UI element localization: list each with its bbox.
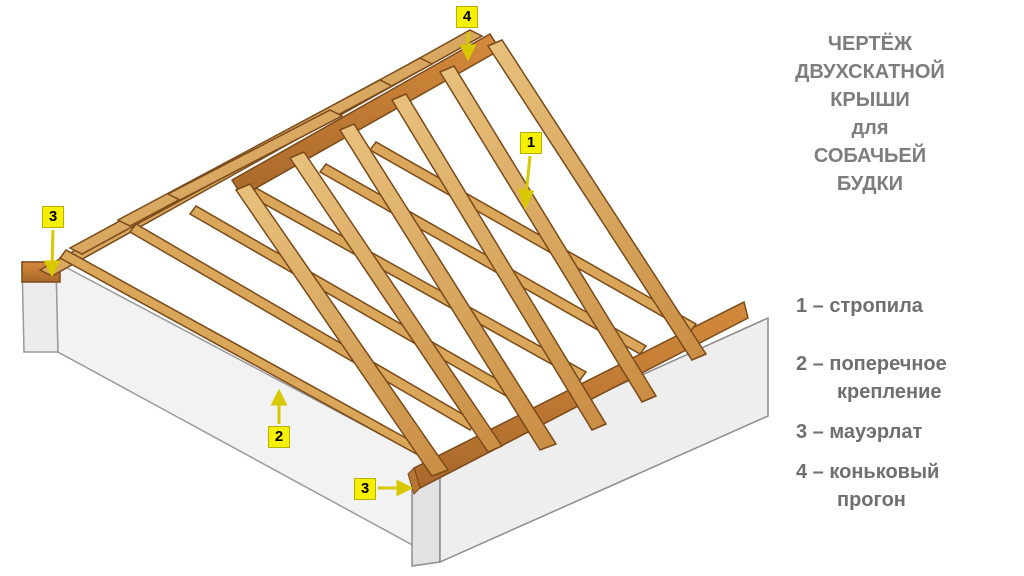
callout-tie: 2 bbox=[268, 426, 290, 448]
title-line-3: КРЫШИ bbox=[830, 89, 910, 111]
legend-item-4-cont: прогон bbox=[837, 489, 906, 511]
rafters bbox=[234, 39, 708, 477]
callout-rafter: 1 bbox=[520, 132, 542, 154]
left-wall bbox=[21, 260, 441, 562]
title-line-4: для bbox=[851, 117, 889, 139]
legend-item-1: 1 – стропила bbox=[796, 295, 923, 317]
rear-slope bbox=[38, 29, 484, 277]
legend-item-2-cont: крепление bbox=[837, 381, 942, 403]
diagram-title: ЧЕРТЁЖ ДВУХСКАТНОЙ КРЫШИ для СОБАЧЬЕЙ БУ… bbox=[770, 30, 970, 198]
legend: 1 – стропила 2 – поперечное крепление 3 … bbox=[796, 292, 1021, 514]
callout-mauerlat-front: 3 bbox=[354, 478, 376, 500]
title-line-2: ДВУХСКАТНОЙ bbox=[795, 61, 945, 83]
pointer-arrows bbox=[43, 32, 535, 497]
title-line-1: ЧЕРТЁЖ bbox=[827, 33, 913, 55]
front-wall bbox=[411, 316, 769, 567]
legend-item-2: 2 – поперечное bbox=[796, 353, 947, 375]
callout-ridge: 4 bbox=[456, 6, 478, 28]
title-line-5: СОБАЧЬЕЙ bbox=[813, 145, 927, 167]
title-line-6: БУДКИ bbox=[836, 173, 904, 195]
legend-item-3: 3 – мауэрлат bbox=[796, 421, 923, 443]
callout-mauerlat-left: 3 bbox=[42, 206, 64, 228]
legend-item-4: 4 – коньковый bbox=[796, 461, 940, 483]
